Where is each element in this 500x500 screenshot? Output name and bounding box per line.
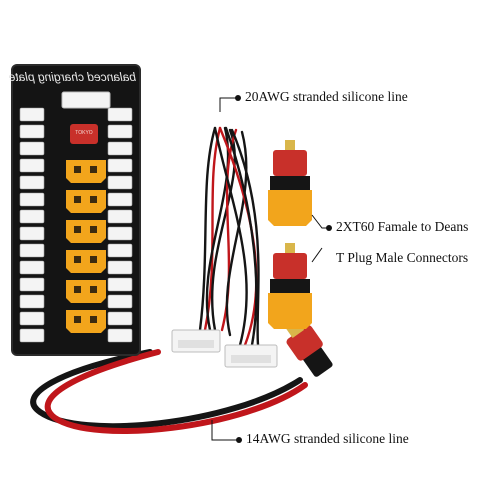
balance-port-left-9 xyxy=(19,243,45,258)
balance-port-left-5 xyxy=(19,175,45,190)
main-deans-plug xyxy=(285,320,333,377)
balance-port-right-12 xyxy=(107,294,133,309)
balance-port-right-5 xyxy=(107,175,133,190)
balance-port-left-12 xyxy=(19,294,45,309)
charging-board xyxy=(11,64,141,356)
balance-port-right-4 xyxy=(107,158,133,173)
balance-port-left-8 xyxy=(19,226,45,241)
balance-port-right-14 xyxy=(107,328,133,343)
label-20awg: 20AWG stranded silicone line xyxy=(245,89,408,104)
balance-port-right-9 xyxy=(107,243,133,258)
board-deans-socket xyxy=(70,124,98,144)
balance-port-left-6 xyxy=(19,192,45,207)
balance-port-left-2 xyxy=(19,124,45,139)
balance-port-left-4 xyxy=(19,158,45,173)
balance-port-right-6 xyxy=(107,192,133,207)
balance-port-left-11 xyxy=(19,277,45,292)
balance-port-right-11 xyxy=(107,277,133,292)
callout-dot-14awg xyxy=(236,437,242,443)
balance-connector-right xyxy=(224,344,278,368)
balance-port-left-7 xyxy=(19,209,45,224)
balance-port-left-13 xyxy=(19,311,45,326)
balance-port-right-13 xyxy=(107,311,133,326)
balance-port-right-7 xyxy=(107,209,133,224)
balance-connector-left xyxy=(171,329,221,353)
xt60-socket-3 xyxy=(66,220,106,243)
label-adapters-line1: 2XT60 Famale to Deans xyxy=(336,219,469,234)
balance-port-right-8 xyxy=(107,226,133,241)
xt60-socket-6 xyxy=(66,310,106,333)
balance-lead-bundle xyxy=(198,126,260,347)
xt60-socket-1 xyxy=(66,160,106,183)
balance-port-left-1 xyxy=(19,107,45,122)
balance-port-right-1 xyxy=(107,107,133,122)
adapter-bottom xyxy=(268,243,312,329)
deans-socket-label: TOKYO xyxy=(75,130,93,136)
board-title: balanced charging plate xyxy=(8,70,136,84)
main-lead-wires xyxy=(30,349,308,434)
balance-port-left-3 xyxy=(19,141,45,156)
xt60-socket-4 xyxy=(66,250,106,273)
balance-port-left-10 xyxy=(19,260,45,275)
balance-port-left-14 xyxy=(19,328,45,343)
label-adapters-line2: T Plug Male Connectors xyxy=(336,250,469,265)
xt60-socket-2 xyxy=(66,190,106,213)
adapter-top xyxy=(268,140,312,226)
balance-port-right-2 xyxy=(107,124,133,139)
balance-port-right-3 xyxy=(107,141,133,156)
callout-dot-20awg xyxy=(235,95,241,101)
label-14awg: 14AWG stranded silicone line xyxy=(246,431,409,446)
xt60-socket-5 xyxy=(66,280,106,303)
balance-port-right-10 xyxy=(107,260,133,275)
callout-dot-adapters xyxy=(326,225,332,231)
